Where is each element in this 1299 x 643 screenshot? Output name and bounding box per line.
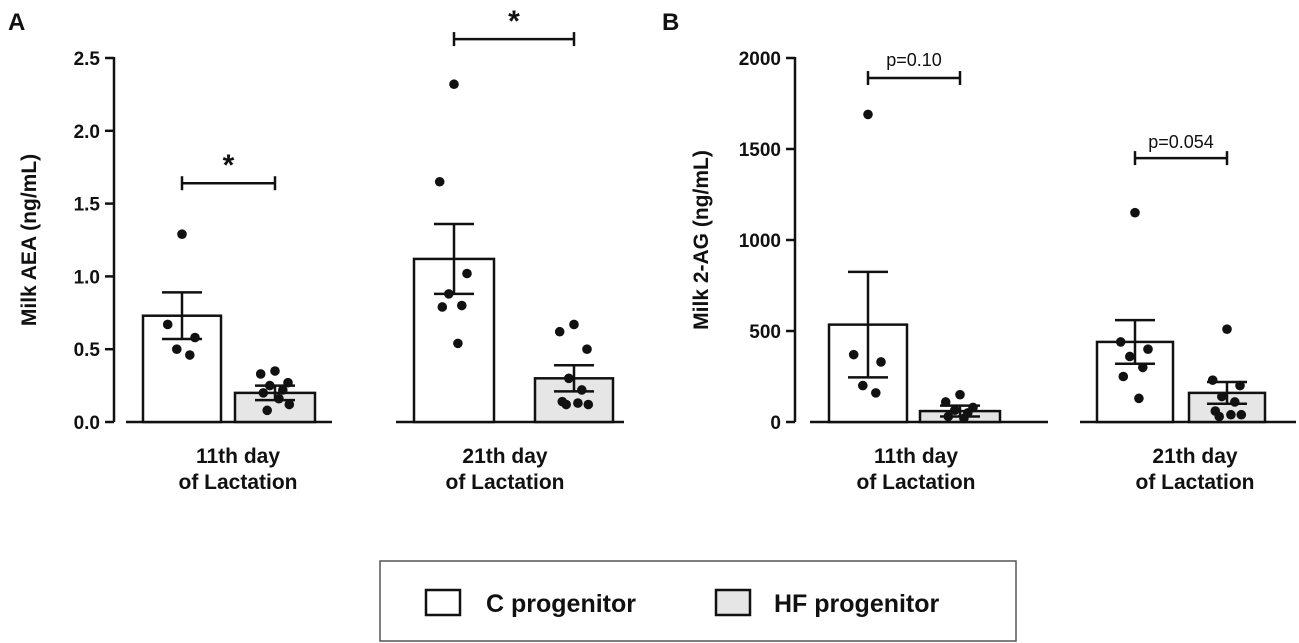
data-point: [1130, 207, 1140, 218]
data-point: [177, 229, 187, 239]
data-point: [940, 397, 951, 407]
y-tick-label: 500: [749, 322, 781, 343]
y-tick-label: 1.5: [74, 195, 101, 216]
significance-label: *: [508, 5, 520, 38]
data-point: [255, 369, 266, 379]
legend-frame: [379, 560, 1017, 642]
data-point: [1226, 409, 1236, 420]
data-point: [274, 393, 284, 404]
legend-swatch-c: [424, 588, 462, 617]
data-point: [284, 399, 295, 410]
legend-label-hf: HF progenitor: [774, 590, 940, 618]
data-point: [278, 385, 288, 395]
group-label-line: of Lactation: [446, 471, 565, 494]
data-point: [950, 405, 960, 415]
data-point: [434, 176, 445, 187]
data-point: [858, 380, 868, 391]
data-point: [1115, 337, 1126, 347]
data-point: [437, 302, 448, 312]
significance-label: p=0.10: [886, 50, 942, 70]
data-point: [943, 411, 954, 422]
legend-swatch-hf: [714, 588, 752, 617]
data-point: [569, 319, 579, 330]
group-label: 21th day of Lactation: [1136, 445, 1255, 494]
data-point: [955, 389, 965, 400]
group-label-line: 21th day: [462, 445, 548, 468]
group-label-line: of Lactation: [179, 471, 298, 494]
data-point: [573, 398, 583, 408]
data-point: [876, 357, 886, 367]
data-point: [270, 366, 280, 376]
y-tick-label: 1500: [739, 140, 781, 161]
data-point: [1118, 371, 1129, 382]
group-label: 21th day of Lactation: [446, 445, 565, 494]
y-tick-label: 0.5: [74, 340, 101, 361]
y-tick-label: 0.0: [74, 413, 100, 434]
data-point: [564, 373, 574, 384]
data-point: [871, 388, 881, 398]
data-point: [444, 289, 454, 299]
data-point: [582, 344, 592, 355]
data-point: [462, 268, 472, 279]
data-point: [262, 405, 273, 416]
data-point: [172, 344, 182, 355]
panel-letter-a: A: [8, 9, 25, 36]
data-point: [554, 326, 565, 337]
y-tick-label: 2.0: [74, 122, 100, 143]
panel-letter-b: B: [662, 9, 679, 36]
data-point: [1214, 411, 1224, 422]
y-tick-label: 1000: [739, 231, 781, 252]
data-point: [1230, 397, 1240, 407]
data-point: [1236, 409, 1247, 420]
legend-label-c: C progenitor: [486, 590, 636, 618]
y-tick-label: 0: [770, 413, 781, 434]
y-axis-label: Milk AEA (ng/mL): [18, 154, 41, 326]
significance-label: p=0.054: [1148, 132, 1214, 152]
data-point: [561, 399, 571, 410]
group-label-line: 11th day: [196, 445, 280, 468]
group-label: 11th day of Lactation: [179, 445, 298, 494]
y-tick-label: 1.0: [74, 267, 100, 288]
data-point: [1134, 393, 1144, 404]
data-point: [457, 300, 467, 311]
data-point: [190, 332, 200, 343]
data-point: [1143, 344, 1153, 355]
data-point: [453, 338, 463, 349]
data-point: [265, 380, 275, 391]
data-point: [1138, 362, 1148, 373]
data-point: [185, 350, 195, 360]
data-point: [1217, 391, 1227, 402]
y-tick-label: 2000: [739, 49, 781, 70]
significance-label: *: [223, 149, 235, 182]
group-label-line: 21th day: [1152, 445, 1238, 468]
group-label-line: 11th day: [874, 445, 958, 468]
y-axis-label: Milk 2-AG (ng/mL): [690, 150, 713, 330]
group-label-line: of Lactation: [857, 471, 976, 494]
legend: C progenitor HF progenitor: [379, 560, 1017, 642]
data-point: [848, 349, 859, 360]
group-label: 11th day of Lactation: [857, 445, 976, 494]
data-point: [162, 319, 173, 330]
data-point: [863, 109, 873, 120]
y-tick-label: 2.5: [74, 49, 101, 70]
data-point: [449, 79, 459, 90]
data-point: [1207, 375, 1218, 385]
group-label-line: of Lactation: [1136, 471, 1255, 494]
data-point: [959, 413, 969, 424]
data-point: [283, 377, 293, 388]
data-point: [1222, 324, 1232, 334]
data-point: [1235, 380, 1245, 391]
data-point: [1125, 351, 1135, 362]
data-point: [258, 388, 269, 398]
data-point: [577, 385, 587, 395]
data-point: [583, 399, 594, 410]
